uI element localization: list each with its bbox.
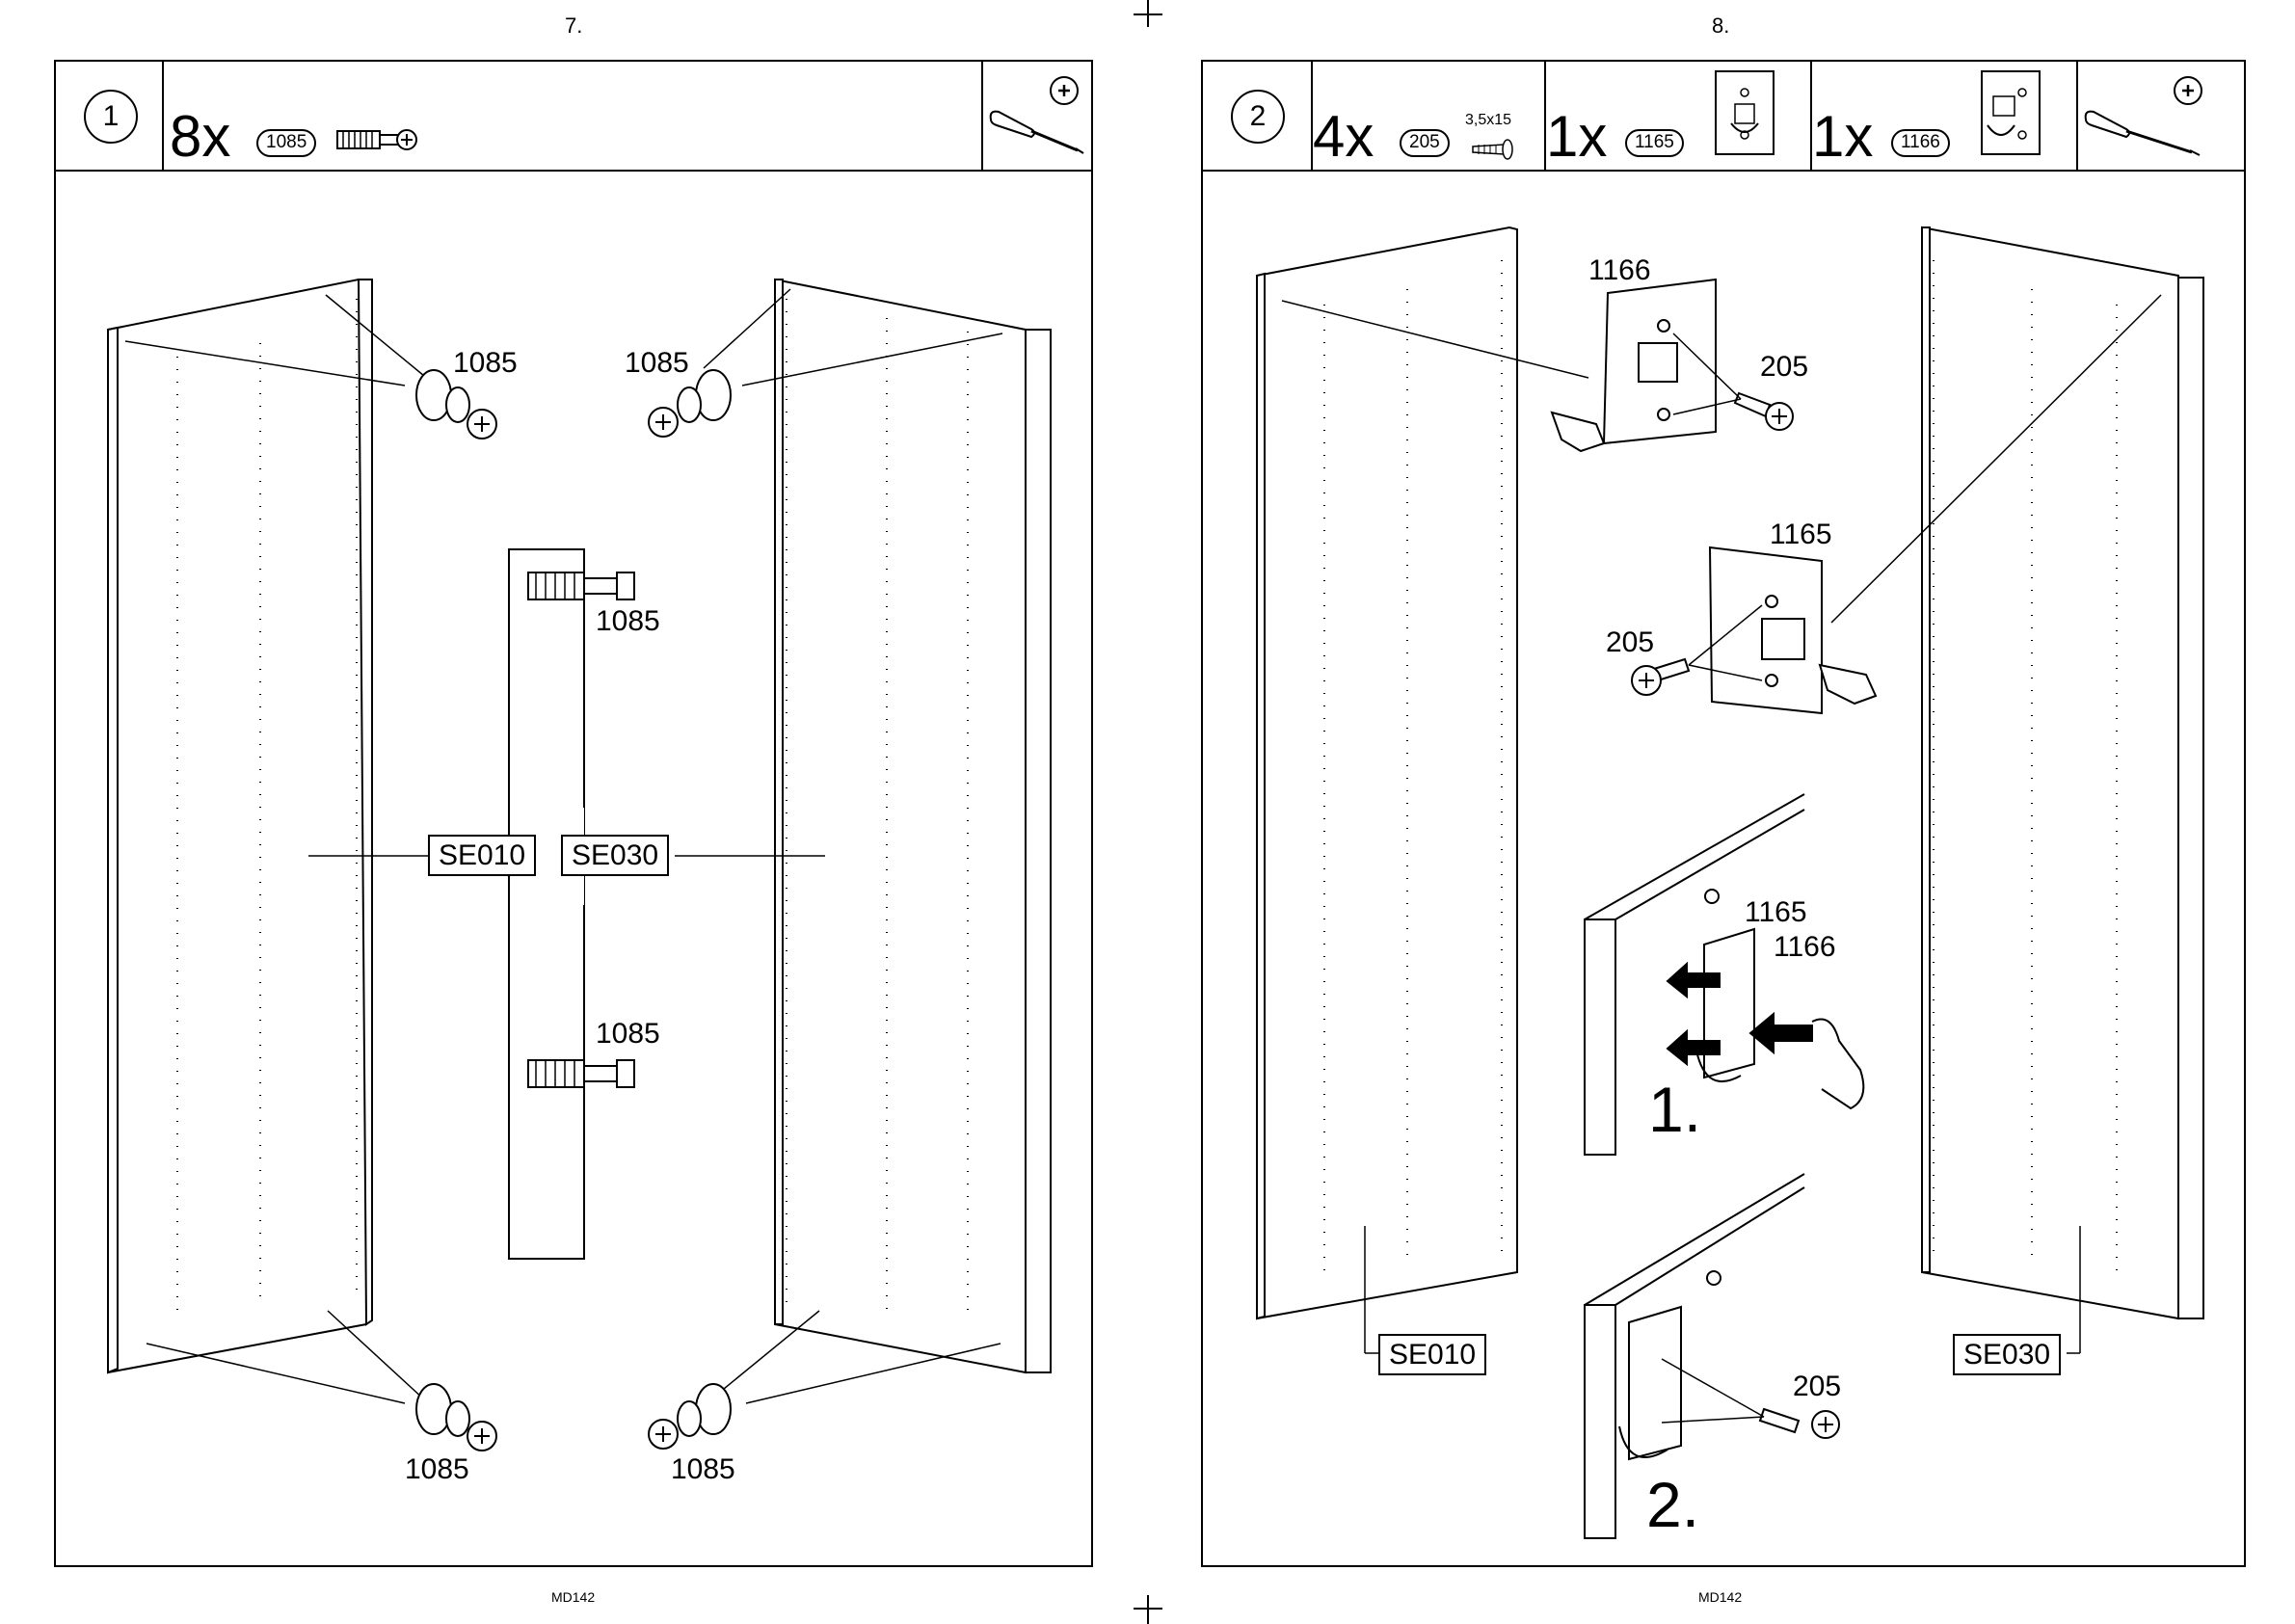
detail-step-number: 1. (1648, 1078, 1701, 1141)
panel-label-se010: SE010 (1378, 1334, 1486, 1375)
callout-label: 1166 (1588, 254, 1651, 287)
detail-step-number: 2. (1646, 1473, 1699, 1536)
panel-se010 (1257, 227, 1517, 1318)
screw-205 (1735, 393, 1793, 430)
bracket-1166 (1552, 280, 1716, 451)
footer-code: MD142 (1698, 1589, 1742, 1605)
panel-label-se030: SE030 (1953, 1334, 2061, 1375)
callout-label: 1165 (1770, 519, 1832, 551)
panel-se030 (1922, 227, 2203, 1318)
callout-label: 205 (1760, 351, 1808, 384)
callout-label: 205 (1606, 626, 1654, 659)
callout-label: 1166 (1774, 931, 1836, 964)
callout-label: 1165 (1745, 896, 1807, 929)
bracket-1165 (1710, 547, 1876, 713)
detail-1 (1585, 794, 1863, 1155)
screw-205 (1632, 659, 1689, 695)
callout-label: 205 (1793, 1371, 1841, 1403)
detail-2 (1585, 1174, 1839, 1538)
